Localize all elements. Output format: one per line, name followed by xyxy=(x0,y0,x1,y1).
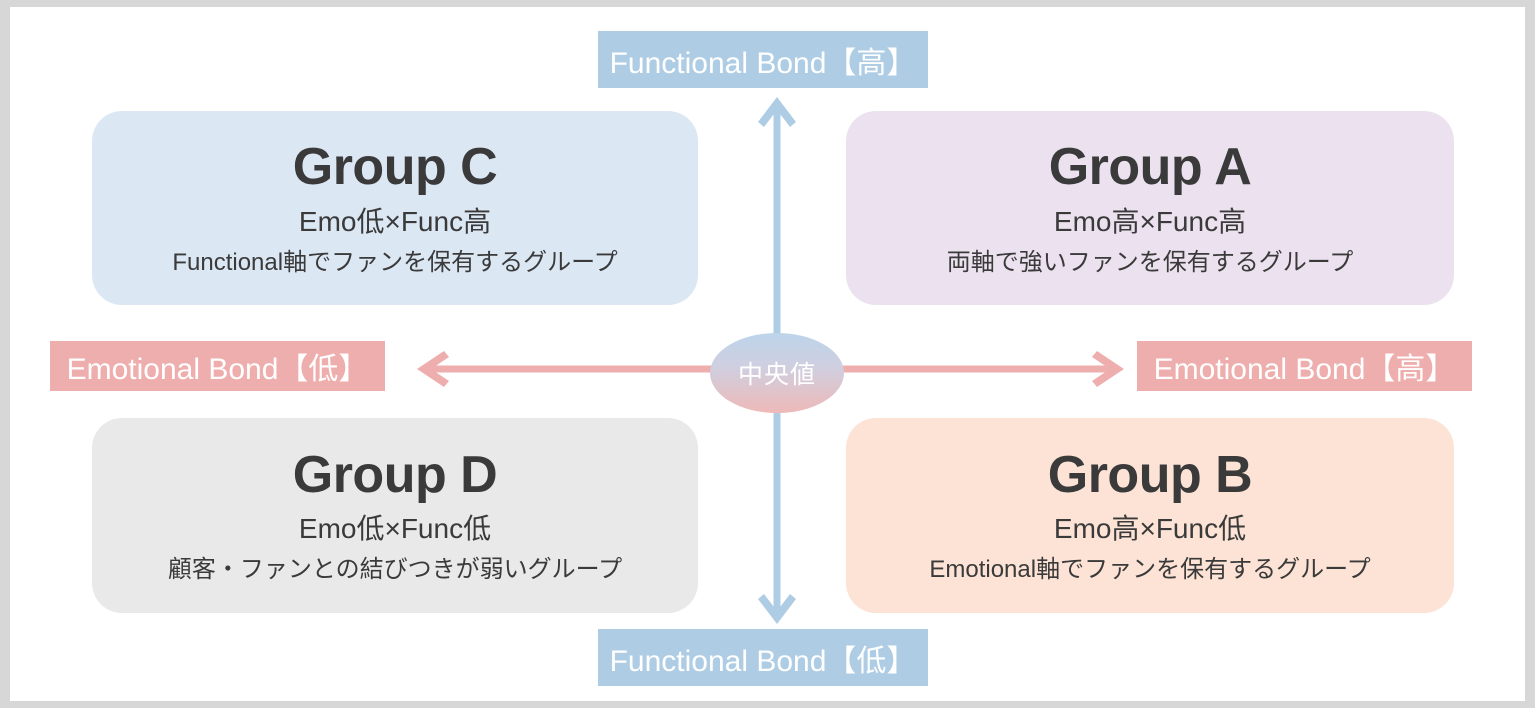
axis-label-emotional-low: Emotional Bond【低】 xyxy=(50,341,385,391)
axis-label-functional-high: Functional Bond【高】 xyxy=(598,31,928,88)
diagram-canvas: Group C Emo低×Func高 Functional軸でファンを保有するグ… xyxy=(10,7,1525,701)
quadrant-group-c[interactable]: Group C Emo低×Func高 Functional軸でファンを保有するグ… xyxy=(92,111,698,305)
quadrant-group-a[interactable]: Group A Emo高×Func高 両軸で強いファンを保有するグループ xyxy=(846,111,1454,305)
quadrant-subtitle: Emo低×Func低 xyxy=(298,513,492,545)
quadrant-subtitle: Emo高×Func高 xyxy=(1053,205,1247,237)
axis-label-functional-low: Functional Bond【低】 xyxy=(598,629,928,686)
center-median-node: 中央値 xyxy=(710,333,844,413)
quadrant-subtitle: Emo高×Func低 xyxy=(1053,513,1247,545)
quadrant-title: Group C xyxy=(292,138,498,197)
quadrant-description: 顧客・ファンとの結びつきが弱いグループ xyxy=(167,556,623,583)
quadrant-subtitle: Emo低×Func高 xyxy=(298,205,492,237)
quadrant-description: Functional軸でファンを保有するグループ xyxy=(172,248,618,276)
quadrant-description: Emotional軸でファンを保有するグループ xyxy=(929,556,1371,583)
quadrant-title: Group D xyxy=(292,445,498,504)
axis-label-emotional-high: Emotional Bond【高】 xyxy=(1137,341,1472,391)
quadrant-title: Group A xyxy=(1048,138,1252,197)
quadrant-title: Group B xyxy=(1047,445,1253,504)
center-median-label: 中央値 xyxy=(737,361,816,389)
quadrant-group-b[interactable]: Group B Emo高×Func低 Emotional軸でファンを保有するグル… xyxy=(846,418,1454,613)
quadrant-group-d[interactable]: Group D Emo低×Func低 顧客・ファンとの結びつきが弱いグループ xyxy=(92,418,698,613)
quadrant-description: 両軸で強いファンを保有するグループ xyxy=(946,248,1354,276)
